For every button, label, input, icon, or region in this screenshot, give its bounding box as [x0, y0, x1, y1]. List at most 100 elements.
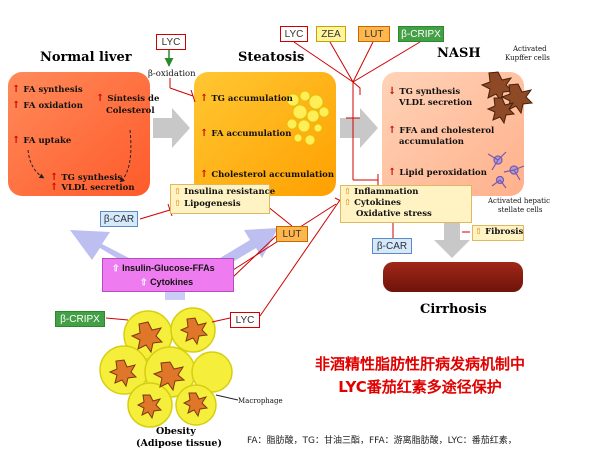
- nl-vldl-label: VLDL secretion: [61, 183, 135, 193]
- kupffer-label-1: Activated: [513, 45, 547, 53]
- cytokines-nash: ⇧ Cytokines: [344, 198, 401, 208]
- adipose-cells: [99, 307, 233, 428]
- cytokines-adipose-label: Cytokines: [150, 277, 194, 287]
- arrow-nash-to-cirrhosis: [434, 222, 470, 258]
- st-tg-accumulation: ↑ TG accumulation: [200, 93, 293, 105]
- up-arrow-icon: ↑: [200, 128, 209, 139]
- up-arrow-icon: ⇧: [344, 187, 352, 197]
- lyc-tag-top-left: LYC: [156, 34, 186, 50]
- st-cholesterol: ↑ Cholesterol accumulation: [200, 169, 335, 181]
- bcar-tag-right: β-CAR: [372, 238, 412, 254]
- nl-sintesis: ↑ Síntesis de: [96, 93, 160, 105]
- nash-vldl: VLDL secretion: [399, 98, 473, 108]
- up-arrow-icon: ↑: [388, 167, 397, 178]
- up-arrow-icon: ⇧: [174, 187, 182, 197]
- bcar-tag-left: β-CAR: [100, 211, 138, 227]
- arrow-normal-to-steatosis: [153, 108, 190, 148]
- bcripx-tag-bottom: β-CRIPX: [55, 311, 105, 327]
- cytokines-adipose: ⇧ Cytokines: [140, 277, 193, 287]
- nl-tg-synthesis: ↑ TG synthesis: [50, 172, 123, 184]
- down-arrow-icon: ↓: [388, 86, 397, 97]
- insulin-resistance-box: [170, 184, 270, 214]
- nash-lipid-perox: ↑ Lipid peroxidation: [388, 167, 487, 179]
- caption-line-1: 非酒精性脂肪性肝病发病机制中: [314, 355, 525, 373]
- nl-vldl: ↑ VLDL secretion: [50, 182, 135, 194]
- nash-liver-panel: [382, 72, 524, 196]
- up-arrow-icon: ↑: [50, 172, 59, 183]
- heading-normal-liver: Normal liver: [40, 50, 132, 65]
- fibrosis-box: [472, 225, 524, 241]
- lipogenesis: ⇧ Lipogenesis: [174, 199, 241, 209]
- bcripx-tag-nash: β-CRIPX: [398, 26, 444, 42]
- heading-obesity-sub: (Adipose tissue): [136, 438, 222, 449]
- up-arrow-icon: ↑: [388, 125, 397, 136]
- nl-fa-oxidation: ↑ FA oxidation: [12, 100, 83, 112]
- up-arrow-icon: ⇧: [174, 199, 182, 209]
- lyc-tag-bottom: LYC: [230, 312, 260, 328]
- up-arrow-icon: ↑: [12, 100, 21, 111]
- beta-oxidation-label: β-oxidation: [148, 69, 196, 79]
- nl-tg-synthesis-label: TG synthesis: [61, 173, 123, 183]
- normal-liver-dashed-arrow-left: [27, 149, 45, 179]
- up-arrow-icon: ↑: [50, 182, 59, 193]
- abbreviation-legend: FA：脂肪酸，TG：甘油三酯，FFA：游离脂肪酸，LYC：番茄红素，: [247, 436, 517, 446]
- kupffer-cells-icon: [480, 71, 534, 125]
- insulin-glucose-label: Insulin-Glucose-FFAs: [122, 263, 215, 273]
- insulin-resistance: ⇧ Insulina resistance: [174, 187, 275, 197]
- stellate-cells-icon: [487, 151, 525, 189]
- nash-ffa-label: FFA and cholesterol: [399, 126, 495, 136]
- nash-tg-synthesis: ↓ TG synthesis: [388, 86, 461, 98]
- insulin-resistance-label: Insulina resistance: [184, 187, 276, 197]
- up-arrow-icon: ⇧: [344, 198, 352, 208]
- cirrhosis-panel: [383, 262, 523, 292]
- insulin-glucose-ffas: ⇧ Insulin-Glucose-FFAs: [112, 263, 215, 273]
- macrophage-icons: [108, 317, 209, 420]
- stellate-label-1: Activated hepatic: [488, 197, 551, 205]
- up-arrow-icon: ⇧: [112, 263, 120, 273]
- st-chol-label: Cholesterol accumulation: [211, 170, 335, 180]
- nl-sintesis-label1: Síntesis de: [107, 94, 160, 104]
- inflammation-box: [340, 185, 472, 223]
- st-fa-label: FA accumulation: [211, 129, 292, 139]
- normal-liver-panel: [8, 72, 150, 196]
- heading-nash: NASH: [437, 46, 481, 61]
- caption-line-2: LYC番茄红素多途径保护: [338, 378, 502, 396]
- macrophage-label: Macrophage: [238, 397, 283, 405]
- arrow-steatosis-to-nash: [340, 108, 378, 148]
- inflammation: ⇧ Inflammation: [344, 187, 418, 197]
- up-arrow-icon: ↑: [200, 169, 209, 180]
- lut-tag-nash: LUT: [358, 26, 390, 42]
- lut-tag-mid: LUT: [276, 226, 308, 242]
- normal-liver-dashed-arrow-right: [119, 129, 132, 183]
- heading-steatosis: Steatosis: [238, 50, 305, 65]
- nl-fa-synthesis-label: FA synthesis: [23, 85, 83, 95]
- nl-fa-synthesis: ↑ FA synthesis: [12, 84, 83, 96]
- stellate-label-2: stellate cells: [498, 206, 543, 214]
- nl-fa-uptake: ↑ FA uptake: [12, 135, 71, 147]
- up-arrow-icon: ↑: [96, 93, 105, 104]
- up-arrow-icon: ⇧: [140, 277, 148, 287]
- lyc-tag-nash: LYC: [280, 26, 308, 42]
- st-fa-accumulation: ↑ FA accumulation: [200, 128, 292, 140]
- nash-tg-label: TG synthesis: [399, 87, 461, 97]
- up-arrow-icon: ↑: [12, 135, 21, 146]
- fibrosis: ⇧ Fibrosis: [475, 227, 523, 237]
- steatosis-liver-panel: [194, 72, 336, 196]
- heading-cirrhosis: Cirrhosis: [420, 302, 487, 317]
- nl-colesterol: Colesterol: [106, 106, 155, 116]
- nash-lipid-label: Lipid peroxidation: [399, 168, 487, 178]
- fat-droplets: [286, 90, 330, 146]
- lipogenesis-label: Lipogenesis: [184, 199, 241, 209]
- cytokines-nash-label: Cytokines: [354, 198, 401, 208]
- nash-ffa-accum: accumulation: [399, 137, 464, 147]
- st-tg-label: TG accumulation: [211, 94, 293, 104]
- nl-fa-oxidation-label: FA oxidation: [23, 101, 83, 111]
- up-arrow-icon: ↑: [200, 93, 209, 104]
- adipose-signal-box: [102, 258, 234, 292]
- up-arrow-icon: ⇧: [475, 227, 483, 237]
- heading-obesity: Obesity: [156, 426, 196, 437]
- zea-tag: ZEA: [316, 26, 346, 42]
- kupffer-label-2: Kupffer cells: [505, 54, 550, 62]
- up-arrow-icon: ↑: [12, 84, 21, 95]
- inflammation-label: Inflammation: [354, 187, 419, 197]
